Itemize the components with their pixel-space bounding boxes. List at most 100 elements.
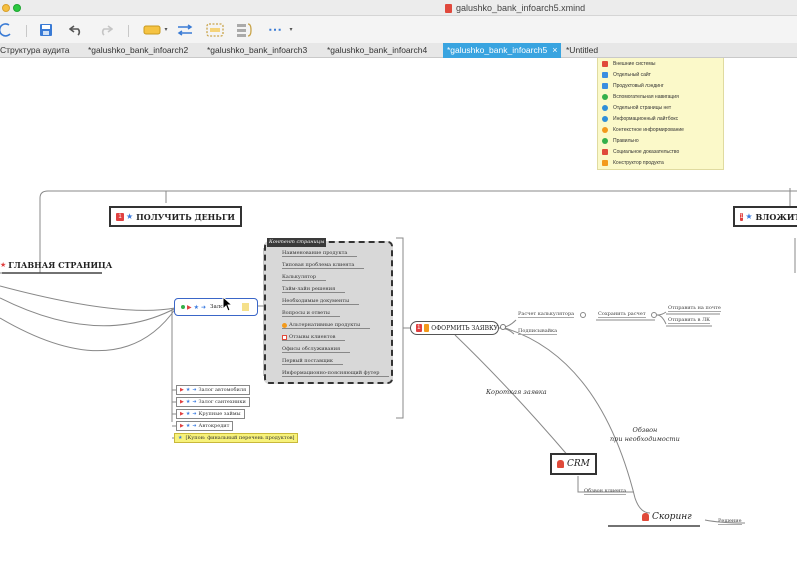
sub-topic[interactable]: ▶ ★ ➜ Залог сантехники (176, 397, 250, 407)
exclamation-icon (602, 126, 608, 133)
selected-topic[interactable]: ▶ ★ ➜ Залог (174, 298, 258, 316)
content-item[interactable]: Отзывы клиентов (282, 334, 346, 341)
content-item[interactable]: Офисы обслуживания (282, 346, 351, 353)
sub-topic[interactable]: ▶ ★ ➜ Автокредит (176, 421, 234, 431)
more-dropdown-caret[interactable]: ▾ (289, 27, 293, 33)
star-icon: ★ (126, 212, 134, 221)
legend-label: Правильно (613, 137, 639, 144)
flag-icon: ▶ (180, 387, 184, 393)
content-item-label: Отзывы клиентов (289, 334, 336, 340)
title-bar: galushko_bank_infoarch5.xmind (0, 0, 797, 16)
content-boundary-title: Контент страницы (267, 238, 327, 247)
sub-topic-label: Автокредит (198, 423, 230, 429)
redo-icon[interactable] (98, 21, 114, 38)
tab-infoarch5[interactable]: *galushko_bank_infoarch5 × (443, 43, 562, 58)
summary-icon[interactable] (236, 21, 254, 38)
priority-badge: 1 (116, 212, 124, 221)
product-list-topic[interactable]: ★ [Купон: финальный перечень продуктов] (174, 433, 299, 443)
flag-icon: ▶ (180, 399, 184, 405)
pre-estimate-topic[interactable]: Подписывайка (518, 328, 558, 335)
legend-item: Вспомогательная навигация (602, 92, 679, 101)
window-title: galushko_bank_infoarch5.xmind (456, 3, 586, 13)
sub-topic[interactable]: ▶ ★ ➜ Залог автомобиля (176, 385, 251, 395)
arrow-right-icon (602, 82, 608, 89)
priority-badge: 1 (416, 324, 422, 332)
tab-label: *galushko_bank_infoarch5 (447, 45, 548, 55)
undo-icon[interactable] (68, 21, 84, 38)
apply-topic[interactable]: 1 ОФОРМИТЬ ЗАЯВКУ (410, 321, 499, 335)
content-boundary[interactable] (264, 241, 393, 384)
legend-item: Контекстное информирование (602, 125, 684, 134)
save-icon[interactable] (38, 21, 54, 38)
close-tab-icon[interactable]: × (552, 45, 558, 55)
flag-icon: ▶ (180, 423, 184, 429)
legend-label: Контекстное информирование (613, 126, 684, 133)
legend-item: Отдельный сайт (602, 70, 651, 79)
calc-result-topic[interactable]: Расчет калькулятора (518, 311, 575, 318)
tab-audit-structure[interactable]: Структура аудита (0, 45, 70, 55)
topic-icon[interactable] (142, 21, 162, 38)
boundary-icon[interactable] (206, 21, 224, 38)
person-icon (602, 60, 608, 67)
zoom-button[interactable] (13, 4, 21, 12)
relationship-icon[interactable] (176, 21, 194, 38)
collapse-toggle[interactable] (500, 324, 506, 330)
product-list-label: [Купон: финальный перечень продуктов] (185, 435, 295, 441)
sub-topic-label: Крупные займы (198, 411, 241, 417)
flag-icon: ▶ (187, 304, 192, 311)
tab-infoarch4[interactable]: *galushko_bank_infoarch4 (327, 45, 428, 55)
main-page-topic[interactable]: ★ ГЛАВНАЯ СТРАНИЦА (0, 260, 112, 270)
plus-circle-icon (602, 93, 608, 100)
save-calc-topic[interactable]: Сохранить расчет (598, 311, 646, 318)
mouse-cursor-icon (222, 296, 234, 312)
scoring-topic[interactable]: Скоринг (642, 512, 692, 522)
content-item[interactable]: Информационно-поясняющий футер (282, 370, 390, 377)
star-icon: ★ (193, 304, 200, 311)
call-clients-topic[interactable]: Обзвон клиента (584, 488, 627, 495)
result-topic[interactable]: Решение (718, 518, 742, 525)
tab-infoarch3[interactable]: *galushko_bank_infoarch3 (207, 45, 308, 55)
minus-circle-icon (602, 104, 608, 111)
file-icon (445, 4, 452, 13)
connection-lines (0, 188, 797, 527)
star-icon: ★ (185, 387, 191, 393)
invest-topic[interactable]: 1 ★ ВЛОЖИТ (733, 206, 797, 227)
heart-icon (282, 335, 287, 340)
legend-label: Продуктовый лэндинг (613, 82, 664, 89)
legend-panel: Внешние системы Отдельный сайт Продуктов… (597, 58, 724, 170)
arrow-right-icon: ➜ (201, 304, 207, 311)
tab-infoarch2[interactable]: *galushko_bank_infoarch2 (88, 45, 189, 55)
sub-topic-label: Залог автомобиля (198, 387, 247, 393)
star-icon: ★ (178, 435, 183, 441)
crm-topic[interactable]: CRM (550, 453, 597, 475)
content-item[interactable]: Наименование продукта (282, 250, 358, 257)
topic-dropdown-caret[interactable]: ▾ (164, 27, 168, 33)
arrow-right-icon: ➜ (192, 411, 197, 417)
more-icon[interactable]: ⋯ (268, 21, 282, 37)
call-relationship-label[interactable]: Обзвон при необходимости (610, 426, 680, 443)
content-item[interactable]: Необходимые документы (282, 298, 360, 305)
sub-topic[interactable]: ▶ ★ ➜ Крупные займы (176, 409, 245, 419)
short-app-relationship-label[interactable]: Короткая заявка (486, 388, 547, 396)
send-lk-topic[interactable]: Отправить в ЛК (668, 317, 711, 324)
send-mail-topic[interactable]: Отправить на почте (668, 305, 721, 312)
content-item[interactable]: Калькулятор (282, 274, 327, 281)
legend-item: Отдельной страницы нет (602, 103, 671, 112)
legend-item: Конструктор продукта (602, 158, 664, 167)
content-item[interactable]: Альтернативные продукты (282, 322, 371, 329)
legend-item: Внешние системы (602, 59, 655, 68)
legend-label: Отдельный сайт (613, 71, 651, 78)
content-item[interactable]: Типовая проблема клиента (282, 262, 365, 269)
puzzle-icon (423, 324, 430, 332)
note-icon (242, 303, 249, 311)
minimize-button[interactable] (2, 4, 10, 12)
back-icon[interactable] (0, 21, 12, 38)
plus-circle-icon (181, 305, 185, 309)
content-item[interactable]: Вопросы и ответы (282, 310, 340, 317)
tab-untitled[interactable]: *Untitled (566, 45, 599, 55)
mindmap-canvas[interactable]: Внешние системы Отдельный сайт Продуктов… (0, 58, 797, 575)
invest-label: ВЛОЖИТ (755, 211, 797, 222)
content-item[interactable]: Тайм-лайн решения (282, 286, 346, 293)
get-money-topic[interactable]: 1 ★ ПОЛУЧИТЬ ДЕНЬГИ (109, 206, 242, 227)
content-item[interactable]: Первый поставщик (282, 358, 344, 365)
